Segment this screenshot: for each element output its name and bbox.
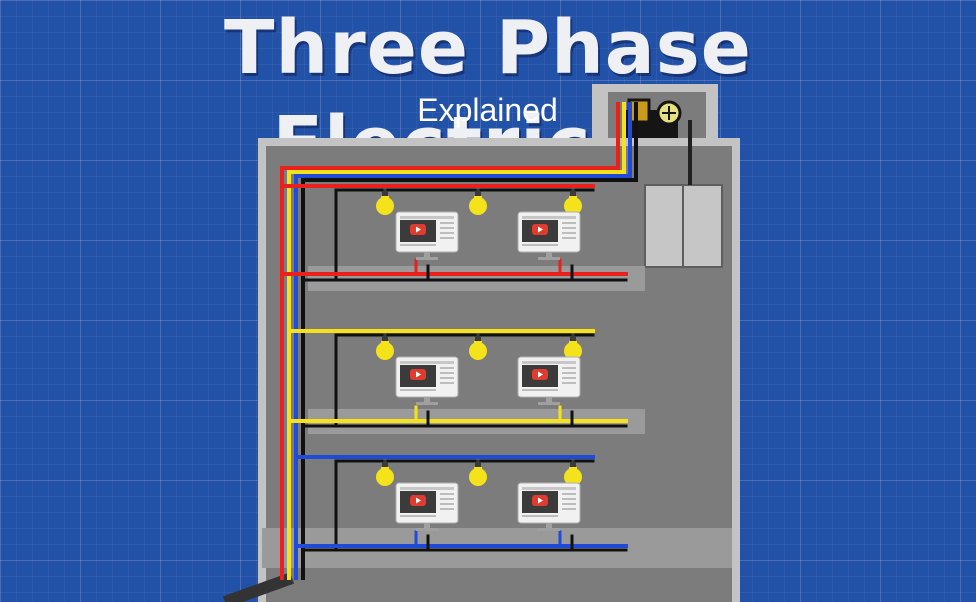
floor-3-circuit: [294, 455, 628, 552]
floor-2-circuit: [287, 329, 628, 428]
riser-blue-phase: [294, 102, 632, 580]
light-bulb-icon: [469, 462, 487, 486]
light-bulb-icon: [564, 462, 582, 486]
riser-red-phase: [280, 102, 620, 580]
computer-monitor: [517, 211, 581, 260]
riser-neutral: [301, 102, 638, 580]
light-bulb-icon: [376, 191, 394, 215]
service-cable: [222, 572, 295, 602]
computer-monitor: [517, 356, 581, 405]
computer-monitor: [395, 356, 459, 405]
light-bulb-icon: [564, 336, 582, 360]
light-bulb-icon: [376, 462, 394, 486]
computer-monitor: [517, 482, 581, 531]
page-subtitle: Explained: [417, 92, 558, 128]
light-bulb-icon: [469, 336, 487, 360]
floor-circuits: [280, 184, 628, 552]
riser-yellow-phase: [287, 102, 626, 580]
light-bulb-icon: [376, 336, 394, 360]
floor-1-circuit: [280, 184, 628, 282]
computer-monitor: [395, 211, 459, 260]
light-bulb-icon: [469, 191, 487, 215]
light-bulb-icon: [564, 191, 582, 215]
computer-monitor: [395, 482, 459, 531]
